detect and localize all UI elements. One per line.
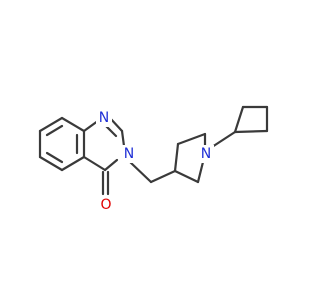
oxygen-atom-label: O: [100, 197, 111, 213]
bond: [38, 116, 64, 133]
bond: [103, 158, 119, 172]
atom-labels: N N O N: [96, 109, 214, 214]
nitrogen-atom-label: N: [124, 146, 134, 162]
bond: [196, 160, 205, 184]
bond: [173, 142, 180, 173]
benzene-ring: [38, 116, 86, 172]
bond: [149, 169, 177, 184]
cyclobutyl-link: [210, 130, 237, 149]
label-background: [97, 196, 115, 214]
piperidine-ring: [173, 132, 207, 184]
bond: [173, 169, 200, 184]
piperidine-nitrogen-label: N: [201, 146, 211, 162]
bond: [120, 129, 126, 148]
double-bond-inner: [45, 151, 64, 164]
bond: [60, 155, 86, 172]
double-bond-inner: [45, 124, 64, 137]
bond: [210, 130, 237, 149]
bond: [38, 155, 64, 172]
bond: [60, 116, 86, 133]
label-background: [121, 145, 137, 163]
cyclobutane-ring: [233, 105, 269, 134]
bond: [176, 132, 207, 146]
double-bond-inner: [104, 124, 118, 138]
bond: [128, 160, 153, 184]
molecule-canvas: N N O N: [38, 105, 269, 214]
label-background: [198, 145, 214, 163]
carbonyl-group: [101, 170, 110, 196]
bond: [233, 129, 269, 134]
bond: [82, 155, 107, 172]
label-background: [96, 109, 112, 127]
bond: [233, 105, 245, 134]
methylene-linker: [128, 160, 177, 184]
structure-diagram: N N O N: [38, 105, 269, 214]
nitrogen-atom-label: N: [99, 110, 109, 126]
